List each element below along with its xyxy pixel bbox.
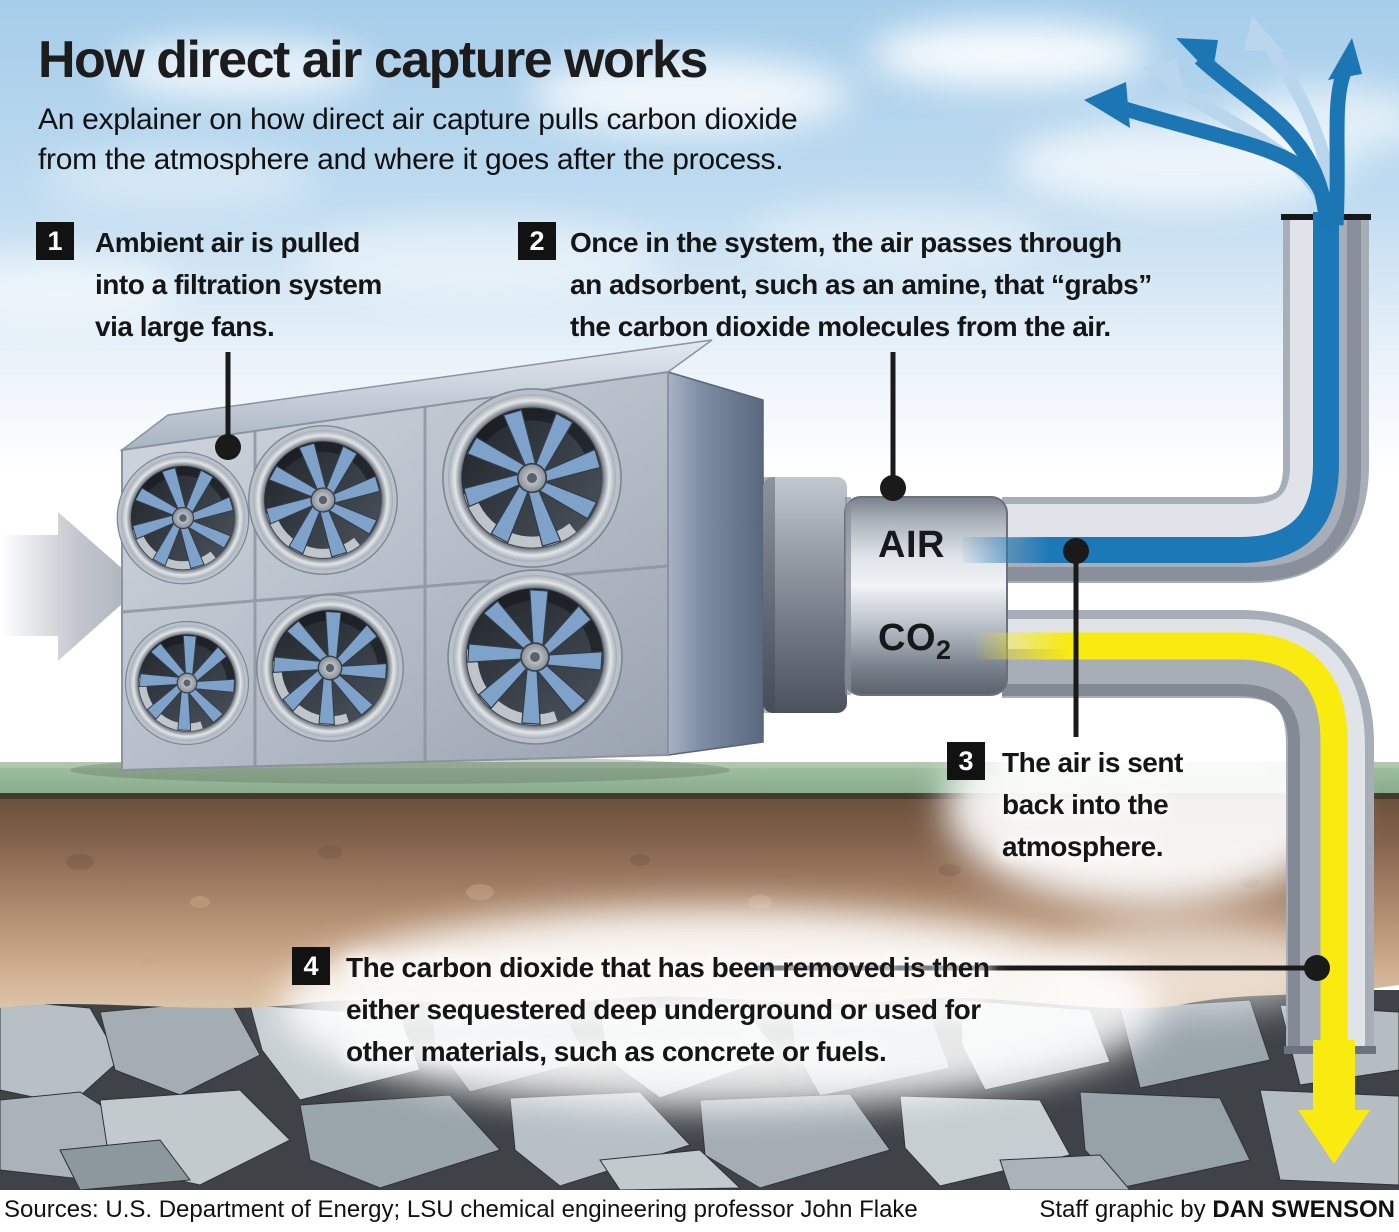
credit-name: DAN SWENSON — [1212, 1196, 1395, 1223]
step-4-line: The carbon dioxide that has been removed… — [346, 952, 990, 983]
co2-label: CO2 — [878, 617, 951, 666]
credit-text: Staff graphic by DAN SWENSON — [1039, 1196, 1395, 1224]
co2-label-subscript: 2 — [936, 635, 952, 665]
leader-lines — [215, 352, 1330, 981]
step-4-badge: 4 — [292, 947, 330, 985]
step-1-badge: 1 — [36, 222, 74, 260]
footer-strip — [0, 1190, 1399, 1232]
step-2-badge: 2 — [518, 222, 556, 260]
subtitle-line: from the atmosphere and where it goes af… — [38, 143, 784, 176]
step-2-line: an adsorbent, such as an amine, that “gr… — [570, 269, 1152, 300]
air-exit-arrows — [1084, 16, 1362, 231]
step-2-line: Once in the system, the air passes throu… — [570, 227, 1122, 258]
step-3-line: atmosphere. — [1002, 831, 1163, 862]
leader-dot-2 — [880, 475, 906, 501]
co2-label-text: CO — [878, 617, 936, 659]
fan-unit — [70, 339, 764, 784]
clouds — [0, 23, 1399, 325]
step-4-line: either sequestered deep underground or u… — [346, 994, 981, 1025]
step-1-line: via large fans. — [95, 311, 275, 342]
step-3-line: The air is sent — [1002, 747, 1183, 778]
adsorbent-unit — [763, 477, 1008, 713]
leader-dot-3 — [1063, 538, 1089, 564]
page-title: How direct air capture works — [38, 31, 708, 89]
step-4-line: other materials, such as concrete or fue… — [346, 1036, 887, 1067]
ground — [0, 705, 1399, 1191]
leader-dot-4 — [1304, 955, 1330, 981]
step-1-text: Ambient air is pulled into a filtration … — [95, 222, 382, 348]
step-1-line: into a filtration system — [95, 269, 382, 300]
step-2-text: Once in the system, the air passes throu… — [570, 222, 1152, 348]
air-stream — [962, 16, 1362, 563]
page-subtitle: An explainer on how direct air capture p… — [38, 100, 798, 180]
co2-stream — [975, 632, 1370, 1164]
fan-unit-side-face — [667, 370, 764, 756]
text-glows — [280, 705, 1345, 1108]
step-3-line: back into the — [1002, 789, 1169, 820]
step-2-line: the carbon dioxide molecules from the ai… — [570, 311, 1111, 342]
credit-prefix: Staff graphic by — [1039, 1196, 1213, 1223]
intake-arrow — [0, 512, 142, 661]
step-3-text: The air is sent back into the atmosphere… — [1002, 742, 1183, 868]
step-3-badge: 3 — [947, 742, 985, 780]
leader-dot-1 — [215, 434, 241, 460]
step-4-text: The carbon dioxide that has been removed… — [346, 947, 990, 1073]
sources-text: Sources: U.S. Department of Energy; LSU … — [4, 1196, 918, 1223]
subtitle-line: An explainer on how direct air capture p… — [38, 103, 798, 136]
air-label: AIR — [878, 524, 945, 566]
co2-arrowhead — [1298, 1110, 1370, 1164]
step-1-line: Ambient air is pulled — [95, 227, 360, 258]
